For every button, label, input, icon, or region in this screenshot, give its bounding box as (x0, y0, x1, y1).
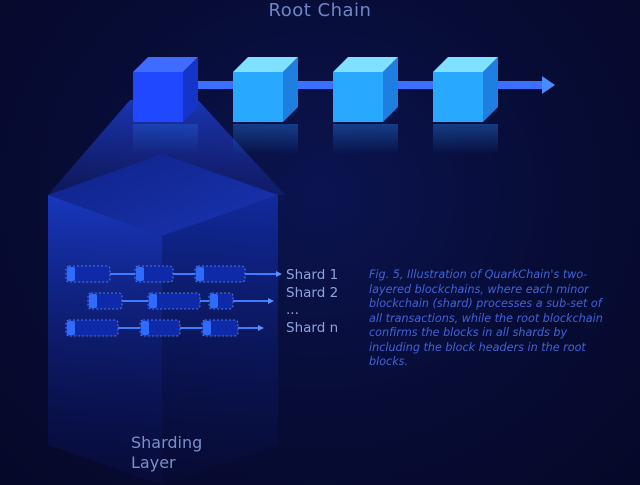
sharding-cube-right (162, 195, 278, 485)
root-chain-link (494, 81, 546, 89)
shard-block-header (196, 267, 204, 281)
root-chain-link (194, 81, 235, 89)
shard-block (134, 265, 174, 283)
figure-caption: Fig. 5, Illustration of QuarkChain's two… (369, 268, 603, 368)
shard-ellipsis-label: ... (286, 302, 299, 318)
root-block (133, 57, 198, 154)
root-block-side (183, 57, 198, 122)
root-block-top (133, 57, 198, 72)
root-chain-arrowhead (542, 76, 555, 94)
root-block-reflection (233, 124, 298, 154)
shard-block-header (136, 267, 144, 281)
shard-block-header (67, 267, 75, 281)
root-block (233, 57, 298, 154)
shard-n-label: Shard n (286, 320, 339, 336)
root-block-top (333, 57, 398, 72)
root-block-side (383, 57, 398, 122)
shard-chain (65, 319, 264, 337)
sharding-layer-line2: Layer (131, 453, 176, 472)
sharding-layer-label: Sharding Layer (131, 433, 202, 473)
root-chain-link (294, 81, 335, 89)
shard-chain-arrowhead (276, 271, 282, 277)
shard-block-header (149, 294, 157, 308)
shard-block (139, 319, 181, 337)
shard-block-header (203, 321, 211, 335)
root-block-front (233, 72, 283, 122)
shard-block-header (89, 294, 97, 308)
shard-chain-arrowhead (258, 325, 264, 331)
shard-2-label: Shard 2 (286, 285, 339, 301)
root-block (333, 57, 398, 154)
shard-block (65, 319, 119, 337)
shard-chain (65, 265, 282, 283)
root-block-side (483, 57, 498, 122)
sharding-cube-top (48, 154, 278, 236)
shard-block (65, 265, 111, 283)
root-block-reflection (433, 124, 498, 154)
root-chain-links (194, 76, 555, 94)
shard-block-header (141, 321, 149, 335)
shard-block (147, 292, 201, 310)
root-block-top (233, 57, 298, 72)
root-block-side (283, 57, 298, 122)
shard-chain (87, 292, 274, 310)
root-chain-title: Root Chain (268, 0, 372, 21)
root-block-front (133, 72, 183, 122)
root-block-reflection (133, 124, 198, 154)
shard-block-header (210, 294, 218, 308)
shard-chain-arrowhead (268, 298, 274, 304)
sharding-layer-line1: Sharding (131, 433, 203, 452)
shard-block-header (67, 321, 75, 335)
shard-chains (65, 265, 282, 337)
root-block-front (333, 72, 383, 122)
shard-1-label: Shard 1 (286, 267, 339, 283)
root-block-reflection (333, 124, 398, 154)
root-block-top (433, 57, 498, 72)
root-chain-link (394, 81, 435, 89)
root-chain-blocks (133, 57, 498, 154)
shard-block (194, 265, 246, 283)
root-block-front (433, 72, 483, 122)
root-block (433, 57, 498, 154)
